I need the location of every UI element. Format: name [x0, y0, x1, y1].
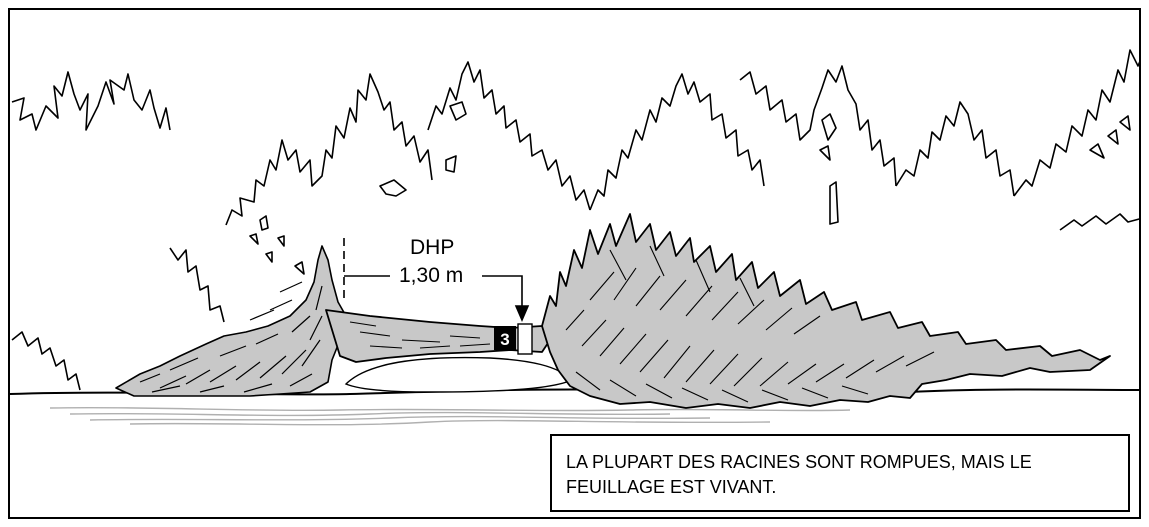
fallen-crown-foliage	[542, 214, 1110, 408]
height-label: 1,30 m	[396, 265, 466, 286]
ground-streaks	[50, 408, 850, 425]
fallen-trunk: 3	[326, 310, 550, 362]
uprooted-root-mass	[116, 246, 346, 396]
dbh-band	[518, 324, 532, 354]
ground-mound	[346, 358, 572, 392]
caption-text: LA PLUPART DES RACINES SONT ROMPUES, MAI…	[566, 452, 1032, 497]
illustration-frame: 3	[8, 8, 1141, 519]
dhp-label: DHP	[410, 237, 454, 258]
tree-tag-number: 3	[500, 330, 509, 349]
caption-box: LA PLUPART DES RACINES SONT ROMPUES, MAI…	[550, 434, 1130, 512]
